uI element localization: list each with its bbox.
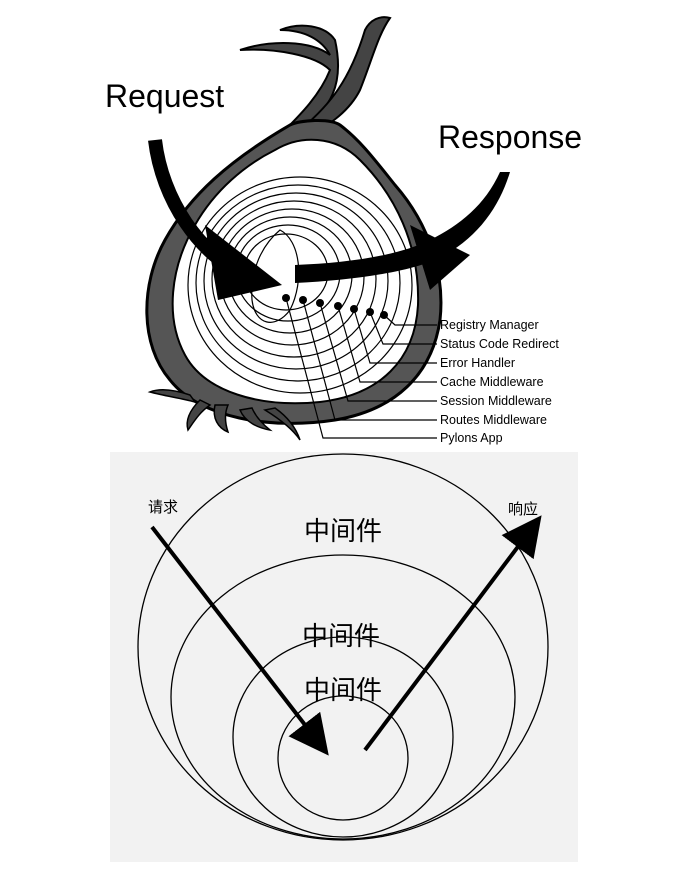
onion-roots — [147, 389, 301, 441]
layer-label-cache-middleware: Cache Middleware — [440, 375, 544, 389]
response-label-cn: 响应 — [508, 500, 538, 518]
request-arrow — [148, 139, 282, 300]
layer-label-inner: 中间件 — [304, 675, 382, 705]
layer-leaders — [285, 297, 437, 439]
ring-inner — [232, 636, 454, 838]
ring-layers — [137, 453, 549, 841]
ring-outer — [137, 453, 549, 841]
response-label: Response — [438, 119, 582, 155]
layer-label-outer: 中间件 — [304, 516, 382, 546]
response-arrow — [295, 172, 510, 290]
ring-core — [277, 695, 409, 821]
onion-middleware-diagram: Request Response Registry Manager Status… — [105, 16, 582, 445]
layer-label-routes-middleware: Routes Middleware — [440, 413, 547, 427]
layer-label-registry-manager: Registry Manager — [440, 318, 539, 332]
ring-middleware-diagram: 请求 响应 中间件 中间件 中间件 — [110, 452, 578, 862]
onion-stem — [239, 16, 392, 137]
request-arrow-cn — [150, 525, 329, 756]
ring-middle — [170, 554, 516, 840]
layer-label-pylons-app: Pylons App — [440, 431, 503, 445]
layer-label-error-handler: Error Handler — [440, 356, 515, 370]
request-label-cn: 请求 — [148, 499, 178, 516]
response-arrow-cn — [363, 515, 542, 752]
layer-dots — [282, 294, 388, 319]
layer-label-middle: 中间件 — [302, 621, 380, 651]
layer-label-status-code-redirect: Status Code Redirect — [440, 337, 559, 351]
layer-labels: Registry Manager Status Code Redirect Er… — [440, 318, 559, 445]
layer-label-session-middleware: Session Middleware — [440, 394, 552, 408]
request-label: Request — [105, 78, 224, 114]
